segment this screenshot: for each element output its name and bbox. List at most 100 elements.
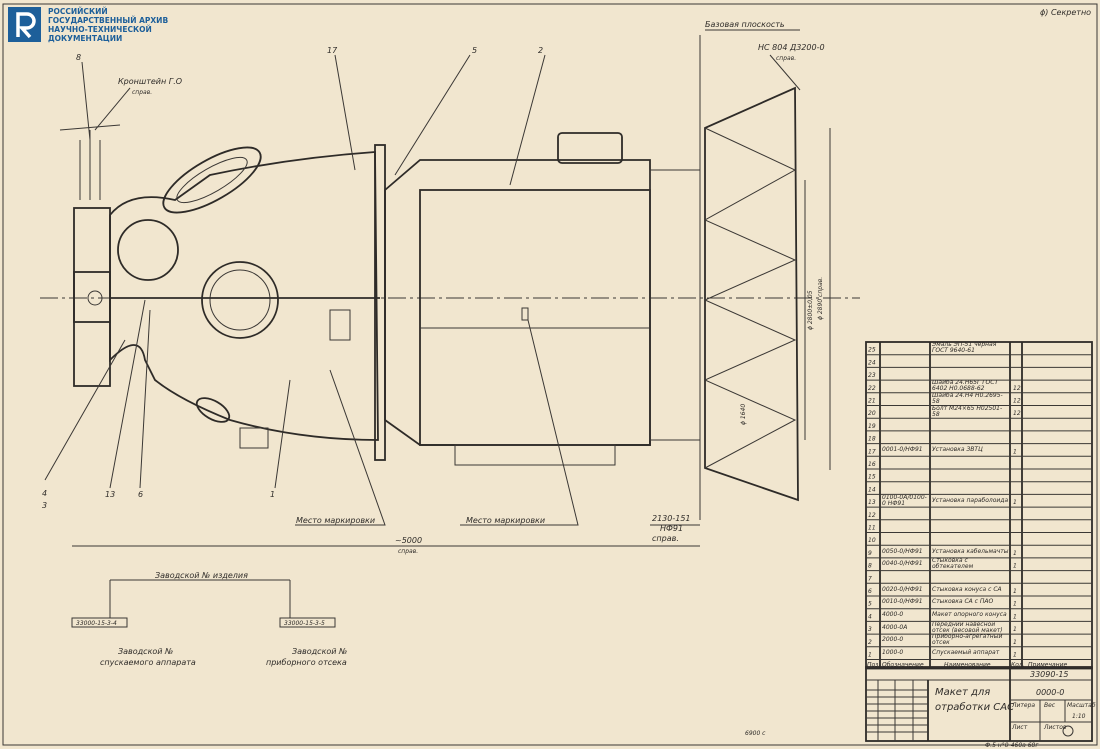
- table-cell-pos: 19: [868, 423, 876, 430]
- table-cell-designation: [881, 342, 929, 354]
- sheet-frame: [2, 3, 1098, 746]
- table-cell-name: [931, 507, 1009, 519]
- diameter-3: ϕ 1640: [740, 404, 747, 425]
- table-cell-qty: 1: [1013, 550, 1017, 557]
- table-cell-pos: 22: [868, 385, 876, 392]
- org-line: НАУЧНО-ТЕХНИЧЕСКОЙ: [48, 25, 152, 34]
- table-cell-designation: [881, 419, 929, 431]
- scale-label: Масштаб: [1067, 702, 1096, 709]
- table-cell-qty: 1: [1013, 613, 1017, 620]
- serial-title: Заводской № изделия: [155, 571, 248, 580]
- table-header: Обозначение: [882, 662, 924, 669]
- table-cell-designation: 0001-0/НФ91: [882, 445, 923, 453]
- callout-8: 8: [76, 53, 81, 62]
- table-cell-pos: 8: [868, 563, 872, 570]
- table-cell-name: [931, 355, 1009, 367]
- serial-caption-right: Заводской №: [292, 647, 347, 656]
- ref-sprav: справ.: [652, 534, 679, 543]
- table-row: 10: [868, 533, 1009, 545]
- table-cell-designation: [881, 393, 929, 405]
- callout-4: 4: [42, 489, 47, 498]
- table-cell-pos: 13: [868, 499, 876, 506]
- table-cell-pos: 21: [868, 398, 876, 405]
- archive-logo: [8, 7, 41, 42]
- adapter-truss: [703, 86, 831, 502]
- table-cell-name: Передний навесной отсек (весовой макет): [932, 621, 1003, 634]
- table-cell-pos: 18: [868, 436, 876, 443]
- table-cell-designation: [881, 457, 929, 469]
- table-cell-name: [931, 482, 1009, 494]
- margin-note: 6900 с: [745, 730, 766, 737]
- table-cell-pos: 7: [868, 575, 872, 582]
- table-cell-name: [931, 457, 1009, 469]
- leader-lines: [44, 29, 801, 628]
- table-cell-pos: 25: [868, 347, 876, 354]
- form-note: Ф.5 н°0-460а 68г: [985, 742, 1039, 749]
- overall-length-ref: справ.: [398, 548, 418, 555]
- descent-module: [59, 124, 380, 449]
- diameter-2: ϕ 2890 справ.: [817, 277, 824, 320]
- ref-2130: 2130-151: [652, 514, 691, 523]
- table-cell-pos: 1: [868, 652, 872, 659]
- org-line: ГОСУДАРСТВЕННЫЙ АРХИВ: [48, 16, 169, 25]
- table-cell-name: Установка ЗВТЦ: [932, 445, 983, 453]
- drawing-title-2: отработки САС: [935, 701, 1014, 713]
- table-cell-designation: [881, 571, 929, 583]
- table-cell-designation: 0050-0/НФ91: [882, 547, 923, 555]
- callout-hs-ref: справ.: [776, 55, 796, 62]
- table-row: 18: [868, 431, 1009, 443]
- table-row: 16: [868, 457, 1009, 469]
- table-cell-pos: 24: [868, 359, 876, 366]
- table-cell-qty: 1: [1013, 601, 1017, 608]
- table-cell-designation: [881, 355, 929, 367]
- callout-6: 6: [138, 490, 143, 499]
- table-cell-designation: [881, 406, 929, 418]
- table-header: Кол.: [1011, 662, 1025, 669]
- table-cell-designation: [881, 368, 929, 380]
- table-cell-name: [931, 431, 1009, 443]
- table-cell-name: [931, 533, 1009, 545]
- table-cell-qty: 12: [1013, 398, 1021, 405]
- table-cell-designation: [881, 507, 929, 519]
- table-cell-name: [931, 469, 1009, 481]
- callout-2: 2: [538, 46, 543, 55]
- table-cell-qty: 1: [1013, 448, 1017, 455]
- table-cell-designation: 0100-0А/0100-0 НФ91: [882, 494, 927, 507]
- marking-place-1: Место маркировки: [296, 516, 375, 525]
- table-cell-qty: 1: [1013, 652, 1017, 659]
- table-cell-qty: 1: [1013, 499, 1017, 506]
- table-cell-name: [931, 571, 1009, 583]
- table-cell-pos: 5: [868, 601, 872, 608]
- table-cell-name: [931, 419, 1009, 431]
- table-row: 15: [868, 469, 1009, 481]
- table-cell-designation: [881, 380, 929, 392]
- drawing-title-1: Макет для: [935, 687, 990, 698]
- table-header: Примечание: [1028, 662, 1067, 669]
- table-cell-name: [931, 520, 1009, 532]
- table-cell-name: Стыковка с обтекателем: [932, 558, 974, 571]
- table-cell-name: Стыковка конуса с СА: [932, 585, 1002, 593]
- callout-bracket-ref: справ.: [132, 89, 152, 96]
- litera-label: Литера: [1011, 702, 1035, 709]
- table-cell-designation: [881, 482, 929, 494]
- table-cell-designation: 0040-0/НФ91: [882, 560, 923, 568]
- table-cell-name: Болт М24×65 Н02501-58: [932, 405, 1003, 418]
- doc-number: 33090-15: [1030, 670, 1069, 679]
- callout-1: 1: [270, 490, 275, 499]
- table-cell-designation: [881, 469, 929, 481]
- table-cell-name: Спускаемый аппарат: [932, 649, 1000, 657]
- serial-caption-right-2: приборного отсека: [266, 658, 347, 667]
- table-cell-pos: 10: [868, 537, 876, 544]
